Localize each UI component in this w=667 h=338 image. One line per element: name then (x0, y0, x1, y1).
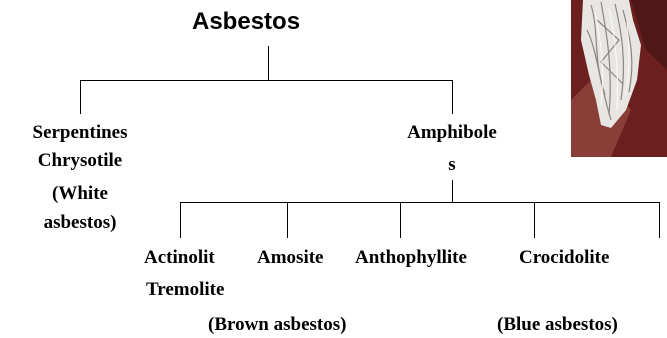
connector-to-anthophyllite (400, 202, 401, 238)
chrysotile-label: Chrysotile (4, 150, 156, 172)
amphiboles-label-line1: Amphibole (370, 122, 534, 144)
white-asbestos-note-line2: asbestos) (4, 212, 156, 234)
connector-branch-bar (80, 80, 453, 81)
brown-asbestos-note: (Brown asbestos) (208, 314, 346, 336)
connector-to-amphiboles (452, 80, 453, 114)
actinolite-label: Actinolit (144, 247, 215, 269)
anthophyllite-label: Anthophyllite (355, 247, 467, 269)
connector-to-amosite (287, 202, 288, 238)
connector-rightmost (659, 202, 660, 238)
amphiboles-label-line2: s (370, 154, 534, 176)
connector-to-serpentines (80, 80, 81, 114)
serpentines-label: Serpentines (4, 122, 156, 144)
connector-amphiboles-down (452, 180, 453, 202)
connector-root-down (268, 46, 269, 80)
amosite-label: Amosite (257, 247, 323, 269)
connector-to-crocidolite (534, 202, 535, 238)
root-node-asbestos: Asbestos (192, 8, 300, 36)
asbestos-fiber-photo (571, 0, 667, 157)
connector-to-actinolite (180, 202, 181, 238)
blue-asbestos-note: (Blue asbestos) (497, 314, 618, 336)
crocidolite-label: Crocidolite (519, 247, 609, 269)
connector-leaves-bar (180, 202, 660, 203)
white-asbestos-note-line1: (White (4, 183, 156, 205)
tremolite-label: Tremolite (146, 279, 224, 301)
